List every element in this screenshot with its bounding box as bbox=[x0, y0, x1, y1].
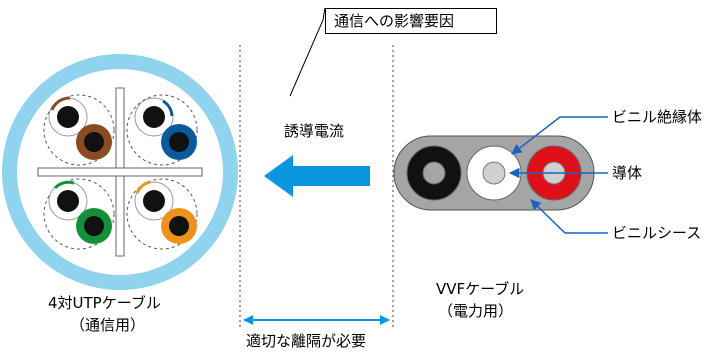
vvf-conductor bbox=[482, 161, 506, 185]
twisted-pair-blue bbox=[126, 94, 198, 166]
vvf-name-label: VVFケーブル bbox=[436, 280, 525, 298]
interference-callout-leader bbox=[289, 7, 326, 97]
insulation-label: ビニル絶縁体 bbox=[612, 108, 703, 126]
induced-current-label: 誘導電流 bbox=[284, 122, 345, 140]
sheath-label: ビニルシース bbox=[612, 224, 702, 242]
interference-factor-box bbox=[325, 8, 497, 34]
utp-name-label: 4対UTPケーブル bbox=[48, 294, 161, 312]
separation-label: 適切な離隔が必要 bbox=[246, 332, 367, 350]
insulation-leader-line bbox=[511, 116, 608, 155]
twisted-pair-orange bbox=[126, 178, 198, 250]
vvf-use-label: （電力用） bbox=[438, 302, 514, 320]
conductor-label: 導体 bbox=[612, 164, 643, 182]
utp-cable-cross-section bbox=[2, 54, 238, 290]
interference-factor-label: 通信への影響要因 bbox=[334, 12, 455, 30]
utp-cross-separator bbox=[37, 87, 203, 257]
vvf-cable-cross-section bbox=[393, 135, 595, 211]
twisted-pair-green bbox=[43, 178, 115, 250]
sheath-leader-line bbox=[530, 199, 608, 234]
twisted-pair-brown bbox=[43, 94, 115, 166]
utp-use-label: （通信用） bbox=[70, 316, 146, 334]
separation-dimension-arrow bbox=[243, 315, 390, 325]
induced-current-arrow bbox=[264, 155, 370, 197]
